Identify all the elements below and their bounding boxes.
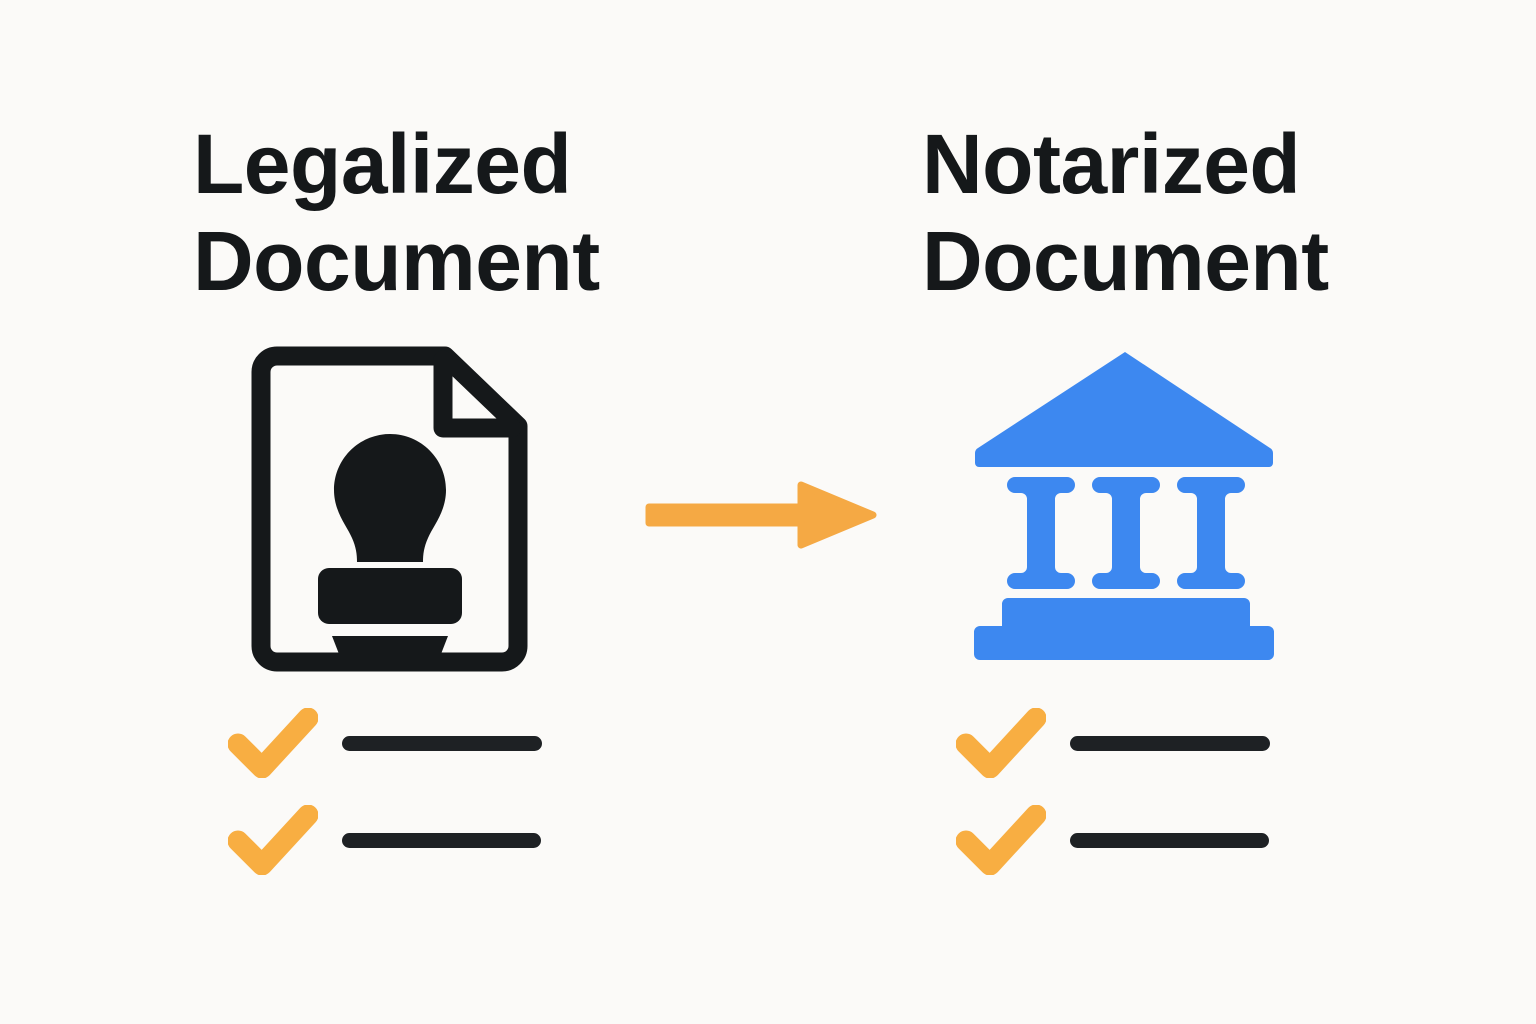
bank-column-2 [1092,477,1160,589]
redacted-line [342,832,541,848]
redacted-line [342,735,542,751]
document-page-outline [251,346,528,672]
checklist-item [956,706,1270,780]
bank-column-3 [1177,477,1245,589]
bank-institution-icon-svg [974,352,1274,660]
arrow-shape [645,481,877,549]
check-icon [228,805,318,875]
right-arrow-icon [645,480,877,550]
check-icon [956,805,1046,875]
stamped-document-icon [240,344,532,674]
document-fold-corner [433,350,522,438]
checklist-item [956,803,1270,877]
right-panel-heading: Notarized Document [922,117,1329,308]
stamp-base [332,636,448,654]
stamp-body [318,568,462,624]
check-icon [956,708,1046,778]
stamped-document-icon-svg [251,346,528,672]
right-panel-notarized-document: Notarized Document [768,0,1536,1024]
bank-roof-pediment [975,352,1273,467]
bank-column-1 [1007,477,1075,589]
left-panel-heading: Legalized Document [193,117,600,308]
left-panel-legalized-document: Legalized Document [193,117,600,900]
bank-stepped-base [974,598,1274,660]
redacted-line [1070,735,1270,751]
redacted-line [1070,832,1269,848]
checklist-item [228,706,542,780]
check-icon [228,708,318,778]
right-arrow-icon-svg [645,481,877,549]
stamp-handle [334,434,446,562]
right-panel-checklist [956,706,1270,900]
checklist-item [228,803,542,877]
bank-institution-icon [968,344,1280,674]
left-panel-checklist [228,706,542,900]
